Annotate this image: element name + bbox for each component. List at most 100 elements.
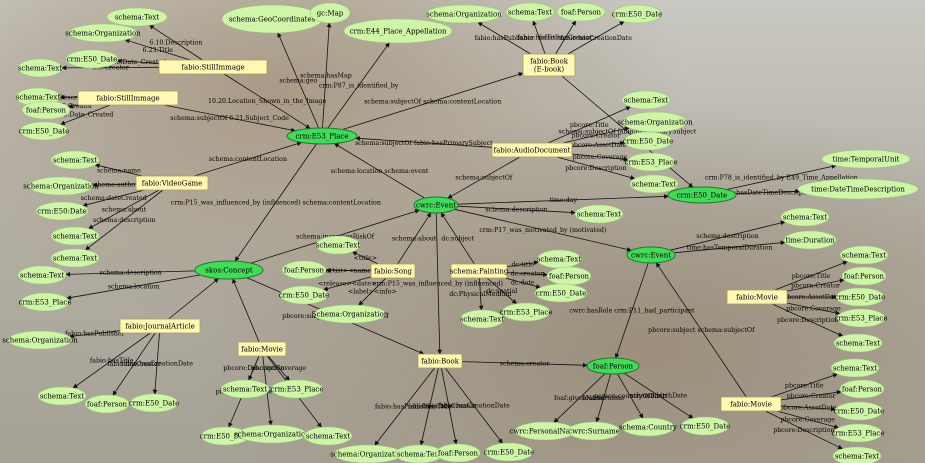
node-tu[interactable]: time:TemporalUnit	[821, 149, 911, 169]
node-pn4[interactable]: crm:E50_Date	[680, 416, 731, 436]
node-jart[interactable]: fabio:JournalArticle	[119, 318, 201, 334]
node-gmap[interactable]: gc:Map	[309, 2, 351, 24]
node-rm4[interactable]: crm:E53_Place	[832, 423, 885, 443]
edge-label: dc:spatial	[486, 288, 517, 295]
node-bk4[interactable]: crm:E50_Date	[484, 442, 535, 462]
node-label: schema:Country	[619, 423, 677, 431]
node-p1[interactable]: schema:Text	[536, 249, 582, 269]
node-p2[interactable]: foaf:Person	[546, 266, 592, 286]
node-ev2[interactable]: cwrc:Event	[626, 246, 676, 264]
edge-event-place	[333, 143, 425, 199]
node-mv1[interactable]: schema:Text	[220, 379, 270, 399]
node-si2[interactable]: fabio:StillImmage	[77, 90, 179, 106]
node-fm4[interactable]: crm:E53_Place	[835, 308, 888, 328]
node-rm1[interactable]: schema:Text	[830, 358, 880, 378]
node-vg4[interactable]: schema:Text	[50, 226, 100, 246]
node-ad3[interactable]: crm:E50_Date	[623, 131, 674, 151]
node-paint[interactable]: schema:Painting	[450, 263, 509, 279]
node-skos[interactable]: skos:Concept	[194, 260, 264, 280]
node-si1[interactable]: fabio:StillImmage	[158, 59, 268, 75]
node-label: schema:Text	[537, 255, 582, 263]
node-shape	[833, 423, 883, 443]
node-date[interactable]: crm:E50_Date	[667, 186, 737, 204]
node-so2[interactable]: foaf:Person	[281, 260, 327, 280]
node-mv2[interactable]: crm:E53_Place	[271, 379, 324, 399]
edge-label: schema:creator	[500, 360, 551, 367]
node-so1[interactable]: schema:Text	[315, 235, 361, 255]
edge-label: pbcore:Creator	[787, 393, 837, 400]
node-appel[interactable]: crm:E44_Place_Appellation	[343, 18, 453, 44]
node-label: time:Duration	[785, 236, 835, 244]
edge-event-ev2	[454, 208, 632, 252]
edge-date-tu	[726, 164, 837, 190]
node-fm3[interactable]: crm:E50_Date	[835, 287, 886, 307]
node-ja2[interactable]: schema:Text	[37, 386, 87, 406]
node-fm1[interactable]: schema:Text	[839, 245, 889, 265]
node-p3[interactable]: crm:E50_Date	[534, 283, 588, 303]
node-book[interactable]: fabio:Book	[417, 353, 463, 369]
node-ad5[interactable]: schema:Text	[629, 174, 679, 194]
node-dur[interactable]: time:Duration	[783, 230, 837, 250]
node-movR[interactable]: fabio:Movie	[726, 289, 788, 305]
edge-label: fabio:hasTitle	[408, 404, 452, 411]
node-so3[interactable]: crm:E50_Date	[279, 285, 330, 305]
node-rm5[interactable]: schema:Text	[832, 446, 882, 463]
node-sk2[interactable]: crm:E53_Place	[19, 292, 72, 312]
node-bk3[interactable]: foaf:Person	[435, 443, 481, 463]
edge-movR-fm1	[774, 260, 848, 291]
node-song[interactable]: fabio:Song	[370, 263, 416, 279]
node-ebd[interactable]: crm:E50_Date	[612, 4, 663, 24]
node-fm2[interactable]: foaf:Person	[841, 266, 887, 286]
node-event[interactable]: cwrc:Event	[413, 196, 459, 214]
node-vgame[interactable]: fabio:VideoGame	[135, 175, 209, 191]
edge-label: schema:description	[696, 233, 758, 240]
node-m4[interactable]: schema:Text	[17, 58, 63, 78]
node-ad2[interactable]: schema:Organization	[617, 111, 693, 133]
edge-ebook-ebp	[555, 20, 577, 55]
node-p5[interactable]: crm:E53_Place	[500, 302, 553, 322]
node-sk1[interactable]: schema:Text	[17, 265, 67, 285]
node-pn2[interactable]: cwrc:Surname	[567, 421, 621, 441]
node-m2[interactable]: schema:Organization	[65, 23, 141, 43]
node-evt[interactable]: schema:Text	[574, 204, 624, 224]
node-place[interactable]: crm:E53_Place	[286, 127, 358, 145]
edge-si1-m4	[61, 65, 160, 71]
node-ja4[interactable]: crm:E50_Date	[129, 393, 180, 413]
node-ja1[interactable]: schema:Organization	[2, 330, 78, 350]
node-ebp[interactable]: foaf:Person	[556, 2, 606, 22]
node-m3[interactable]: crm:E50_Date	[65, 49, 119, 69]
node-p4[interactable]: schema:Text	[459, 309, 505, 329]
node-ebt[interactable]: schema:Text	[505, 2, 555, 22]
node-ad1[interactable]: schema:Text	[621, 90, 671, 110]
node-person[interactable]: foaf:Person	[586, 357, 640, 375]
node-ebook[interactable]: fabio:Book(E-book)	[522, 53, 576, 77]
node-ja3[interactable]: foaf:Person	[84, 394, 130, 414]
node-vg2[interactable]: schema:Organization	[23, 176, 99, 196]
node-vg5[interactable]: schema:Text	[50, 248, 100, 268]
node-shape	[425, 4, 503, 24]
edge-place-gmap	[322, 22, 332, 129]
node-rm3[interactable]: crm:E50_Date	[834, 401, 885, 421]
node-m7[interactable]: crm:E50_Date	[19, 121, 70, 141]
edge-label: crm:P15_was_influenced_by (influenced) s…	[171, 200, 381, 207]
node-vg3[interactable]: crm:E50:Date	[35, 201, 89, 221]
node-bk2[interactable]: schema:Text	[394, 444, 444, 463]
node-m6[interactable]: foaf:Person	[21, 100, 71, 120]
node-tdd[interactable]: time:DateTimeDescription	[797, 178, 919, 200]
node-so4[interactable]: Schema:Organization	[312, 304, 389, 324]
node-movRB[interactable]: fabio:Movie	[720, 396, 782, 412]
node-shape	[726, 289, 788, 305]
node-pn3[interactable]: schema:Country	[619, 417, 677, 437]
node-movL[interactable]: fabio:Movie	[237, 341, 287, 357]
node-fm5[interactable]: schema:Text	[833, 333, 883, 353]
node-ad4[interactable]: crm:E53_Place	[625, 152, 678, 172]
node-geo[interactable]: schema:GeoCoordinates	[221, 4, 323, 34]
node-vg1[interactable]: schema:Text	[50, 150, 100, 170]
node-mv5[interactable]: schema:Text	[303, 426, 353, 446]
node-ebo[interactable]: schema:Organization	[425, 4, 503, 24]
node-e2t[interactable]: schema:Text	[780, 207, 830, 227]
node-m1[interactable]: schema:Text	[106, 7, 168, 27]
node-label: schema:Text	[16, 93, 61, 101]
node-rm2[interactable]: foaf:Person	[839, 379, 885, 399]
node-audio[interactable]: fabio:AudioDocument	[491, 142, 573, 158]
